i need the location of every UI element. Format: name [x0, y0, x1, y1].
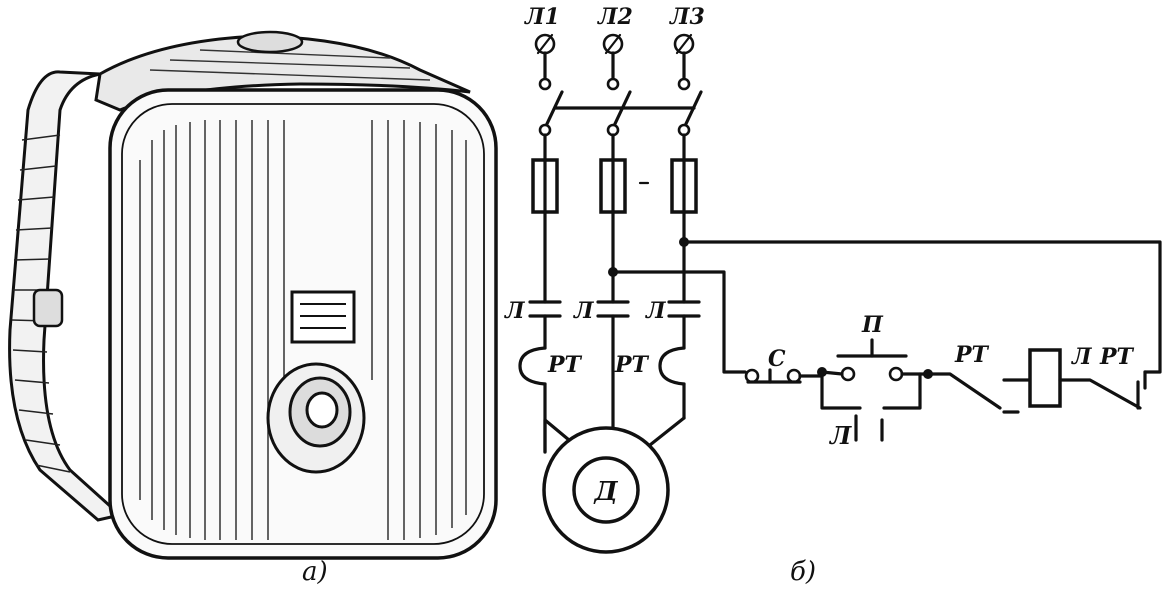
supply-terminals: [534, 33, 695, 55]
phase-label-l2: Л2: [597, 4, 633, 30]
contactor-label-3: Л: [645, 298, 667, 324]
main-switch: [538, 51, 703, 137]
thermal-relay-heaters: [518, 314, 686, 454]
phase-wires: [543, 210, 1162, 374]
motor-label: Д: [592, 477, 618, 507]
control-circuit: [744, 338, 1147, 442]
reset-knob: [266, 362, 366, 474]
side-clamp: [32, 288, 64, 328]
relay-contact-label: РТ: [954, 342, 990, 368]
wiring-schematic: Л1 Л2 Л3: [504, 4, 1162, 554]
enclosure-front-hatching: [139, 120, 467, 540]
cable-gland: [236, 30, 304, 54]
contactor-label-1: Л: [504, 298, 526, 324]
phase-label-l1: Л1: [524, 4, 560, 30]
stop-button-label: С: [768, 346, 786, 372]
phase-label-l3: Л3: [669, 4, 705, 30]
caption-b: б): [790, 557, 816, 587]
starter-enclosure-illustration: [8, 30, 498, 560]
contactor-label-2: Л: [573, 298, 595, 324]
coil-relay-label: РТ: [1099, 344, 1135, 370]
fuses: [531, 133, 698, 214]
motor-symbol: [542, 426, 670, 554]
enclosure-side-hatching: [11, 134, 71, 473]
relay-label-2: РТ: [614, 352, 650, 378]
relay-label-1: РТ: [547, 352, 583, 378]
enclosure-side: [8, 70, 124, 522]
enclosure-top-hatching: [149, 49, 431, 81]
caption-a: а): [302, 557, 328, 587]
main-contactor-contacts: [528, 300, 701, 318]
nameplate-lines: [300, 303, 346, 329]
start-button-label: П: [861, 312, 884, 338]
coil-label: Л: [1071, 344, 1093, 370]
hold-contact-label: Л: [828, 421, 852, 450]
enclosure-front-inner: [121, 103, 485, 545]
